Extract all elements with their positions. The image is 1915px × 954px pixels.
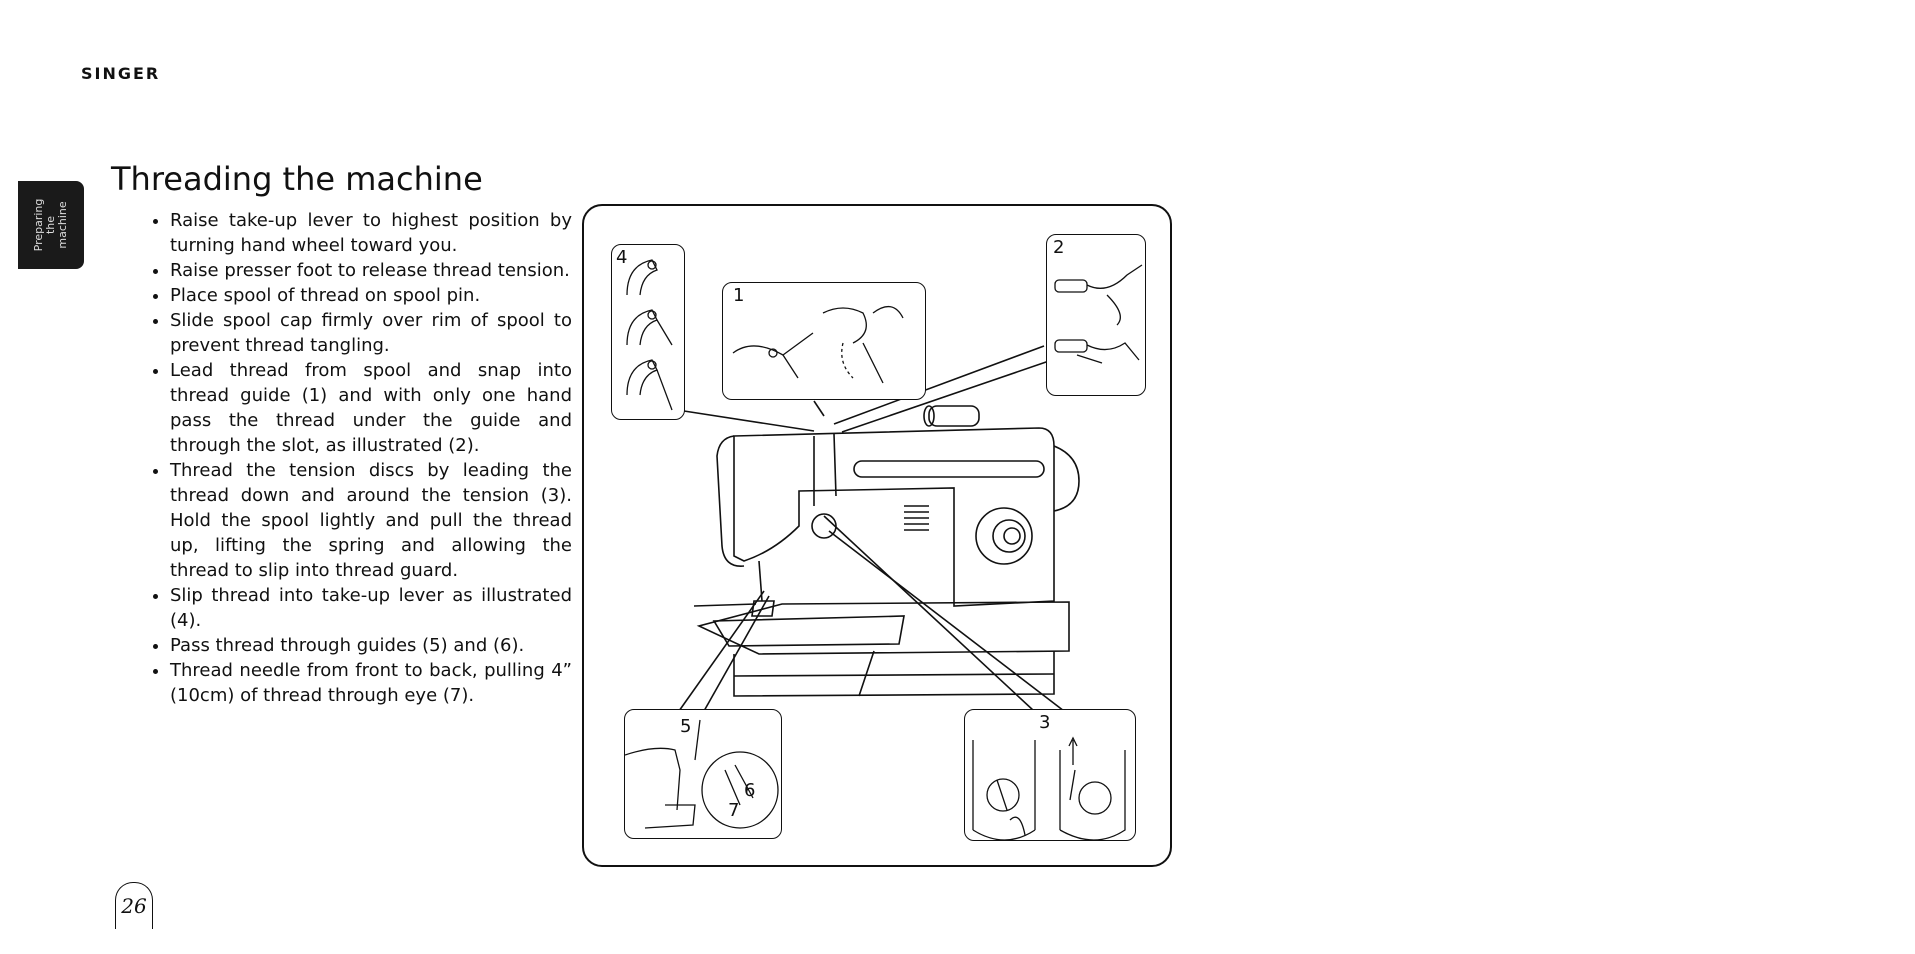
sewing-machine-drawing bbox=[678, 345, 1080, 712]
threading-diagram: 1 2 4 5 6 7 bbox=[582, 204, 1172, 867]
list-item: Raise take-up lever to highest position … bbox=[170, 208, 572, 258]
page-number: 26 bbox=[115, 882, 153, 929]
list-item: Thread needle from front to back, pullin… bbox=[170, 658, 572, 708]
callout-needle-guides: 5 6 7 bbox=[624, 709, 782, 839]
list-item: Slip thread into take-up lever as illust… bbox=[170, 583, 572, 633]
take-up-lever-detail bbox=[626, 259, 673, 411]
list-item: Thread the tension discs by leading the … bbox=[170, 458, 572, 583]
tension-discs-detail bbox=[972, 736, 1126, 840]
callout-take-up-lever: 4 bbox=[611, 244, 685, 420]
callout-label: 7 bbox=[728, 800, 740, 821]
callout-slot: 2 bbox=[1046, 234, 1146, 396]
list-item: Raise presser foot to release thread ten… bbox=[170, 258, 572, 283]
thread-guide-detail bbox=[732, 306, 904, 384]
callout-label: 6 bbox=[744, 780, 756, 801]
section-tab: Preparing the machine bbox=[18, 181, 84, 269]
page-title: Threading the machine bbox=[111, 160, 483, 198]
callout-label: 5 bbox=[680, 716, 692, 737]
callout-label: 3 bbox=[1039, 712, 1051, 733]
section-tab-label: Preparing the machine bbox=[32, 199, 69, 252]
list-item: Lead thread from spool and snap into thr… bbox=[170, 358, 572, 458]
callout-label: 4 bbox=[616, 247, 628, 268]
list-item: Place spool of thread on spool pin. bbox=[170, 283, 572, 308]
brand-logo: SINGER bbox=[81, 64, 161, 83]
callout-thread-guide: 1 bbox=[722, 282, 926, 400]
list-item: Pass thread through guides (5) and (6). bbox=[170, 633, 572, 658]
callout-tension-discs: 3 bbox=[964, 709, 1136, 841]
needle-guides-detail bbox=[625, 719, 779, 829]
section-tab-line: machine bbox=[56, 201, 69, 249]
callout-label: 1 bbox=[733, 285, 745, 306]
slot-detail bbox=[1054, 264, 1143, 364]
instruction-list: Raise take-up lever to highest position … bbox=[140, 208, 572, 708]
callout-label: 2 bbox=[1053, 237, 1065, 258]
list-item: Slide spool cap firmly over rim of spool… bbox=[170, 308, 572, 358]
